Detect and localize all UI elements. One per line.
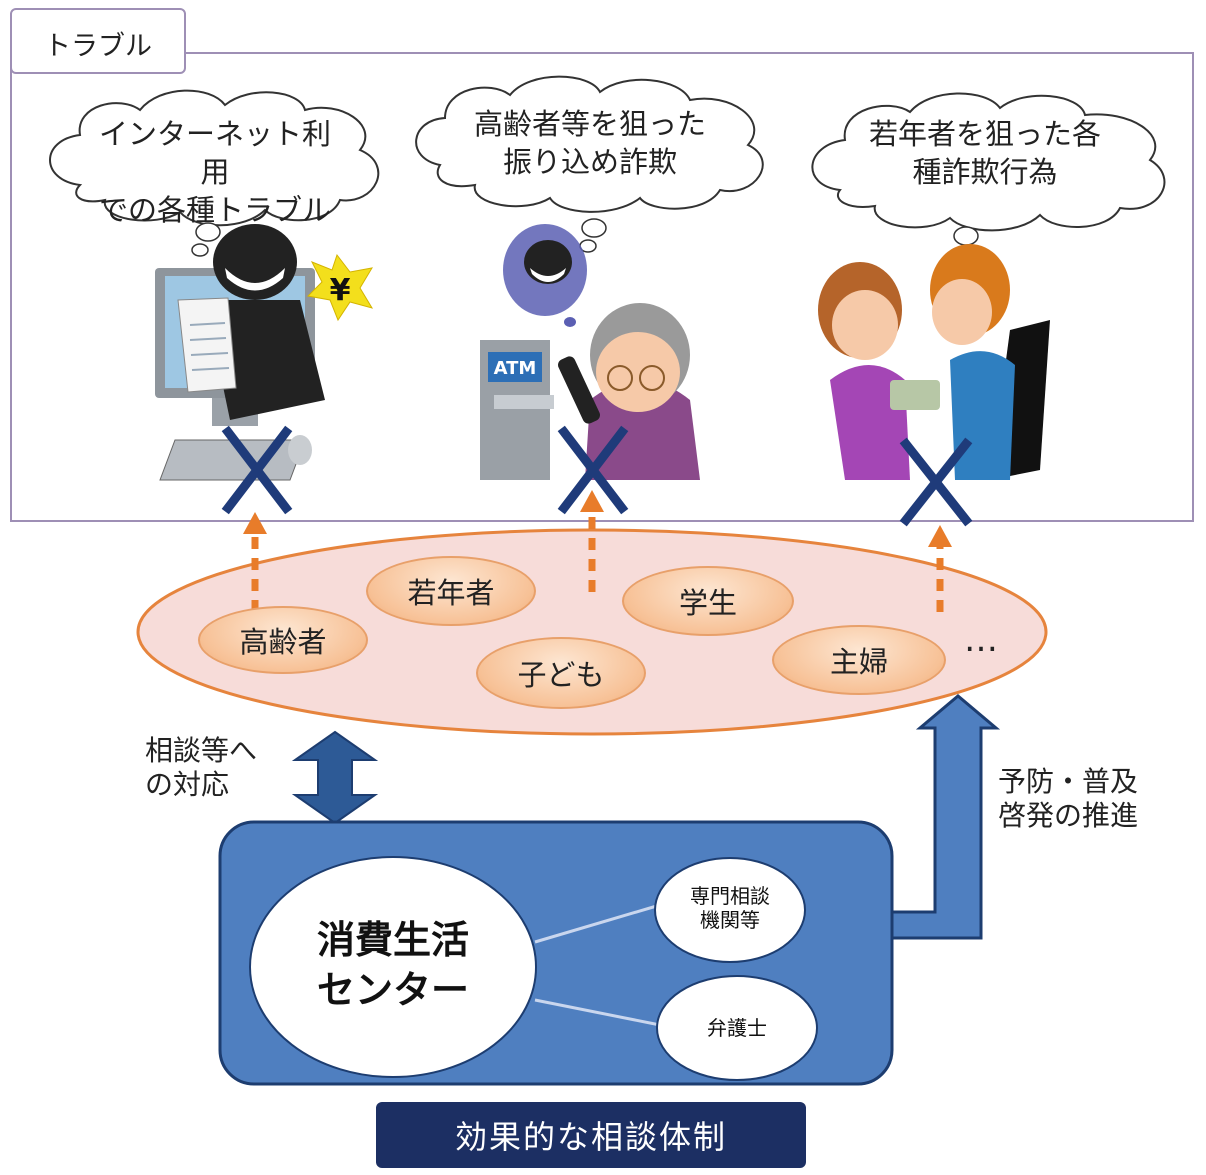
- couple-illustration: [818, 244, 1050, 480]
- cloud-text-1: インターネット利用での各種トラブル: [98, 117, 331, 227]
- footer-banner: 効果的な相談体制: [376, 1102, 806, 1168]
- consumer-center-title: 消費生活センター: [316, 918, 469, 1012]
- prevention-label: 予防・普及啓発の推進: [998, 765, 1139, 832]
- yen-icon: ¥: [330, 273, 351, 308]
- cloud-2: [415, 75, 764, 213]
- atm-elderly-illustration: ATM: [480, 224, 700, 480]
- specialist-circle: [654, 857, 806, 963]
- group-children: 子ども: [476, 637, 646, 709]
- promotion-arrow: [890, 694, 1001, 940]
- cloud-3: [811, 92, 1166, 232]
- cloud-text-3: 若年者を狙った各種詐欺行為: [868, 117, 1101, 189]
- specialist-label: 専門相談機関等: [690, 884, 770, 932]
- computer-thief-illustration: ¥: [155, 224, 374, 481]
- group-youth: 若年者: [366, 556, 536, 626]
- group-students: 学生: [622, 566, 794, 636]
- cloud-1: [49, 89, 380, 227]
- group-elderly: 高齢者: [198, 606, 368, 674]
- trouble-frame: [10, 52, 1194, 522]
- trouble-tab: トラブル: [10, 8, 186, 74]
- prevention-arrows: [251, 510, 944, 612]
- more-ellipsis: …: [964, 620, 998, 660]
- consultation-label: 相談等への対応: [145, 734, 258, 801]
- cloud-text-2: 高齢者等を狙った振り込め詐欺: [473, 107, 706, 179]
- lawyer-circle: [656, 975, 818, 1081]
- cross-marks: [221, 425, 973, 527]
- consumer-center-circle: [249, 856, 537, 1078]
- group-housewives: 主婦: [772, 625, 946, 695]
- atm-label: ATM: [494, 358, 537, 379]
- lawyer-label: 弁護士: [707, 1016, 767, 1040]
- consultation-double-arrow: [291, 730, 379, 825]
